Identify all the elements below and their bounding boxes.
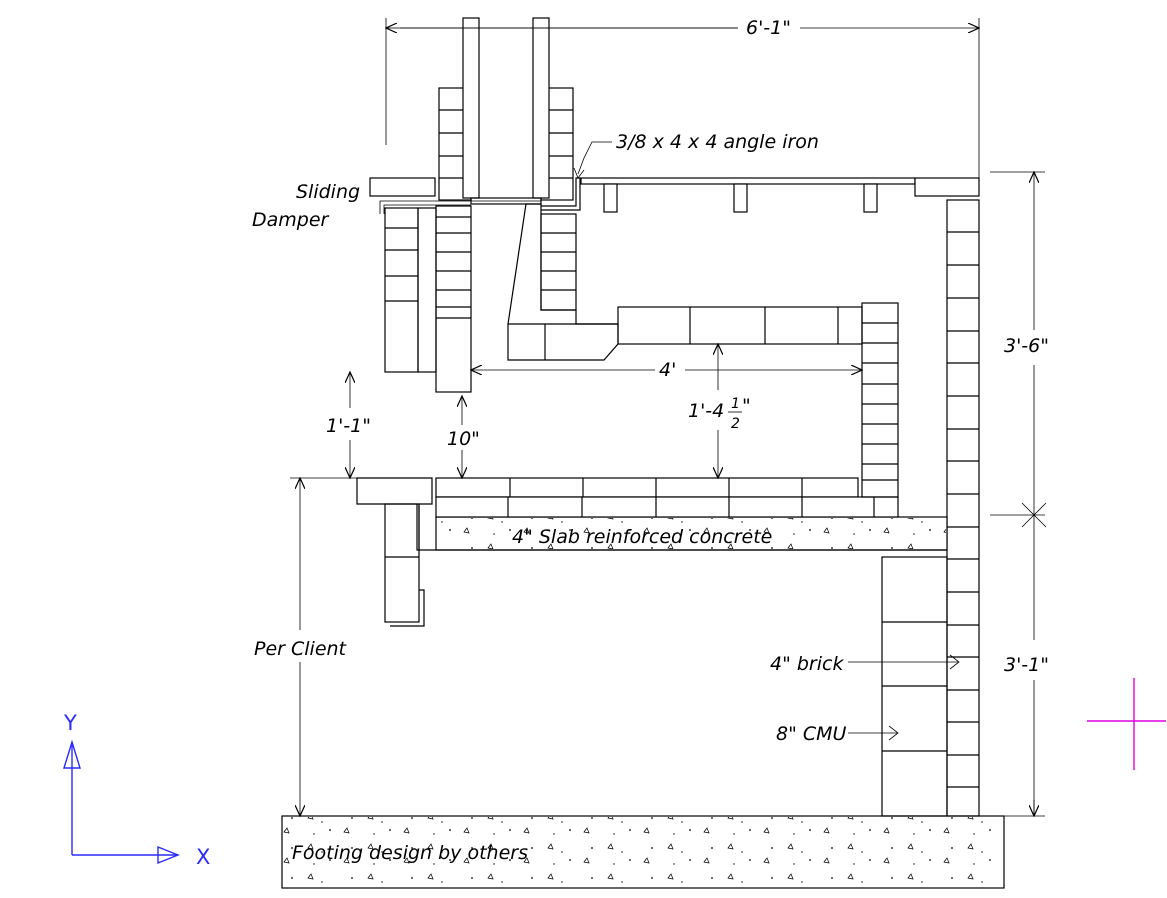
firebox-front-wall [435, 205, 472, 393]
hearth-height-label: 1'-1" [326, 415, 371, 437]
crosshair-cursor [1087, 678, 1166, 770]
upper-height-label: 3'-6" [1004, 335, 1049, 357]
cmu-label: 8" CMU [776, 723, 847, 745]
opening-height-label: 1'-4 [688, 400, 724, 422]
angle-iron-leader [573, 141, 612, 179]
overall-width-label: 6'-1" [746, 17, 791, 39]
dim-overall-width [386, 18, 979, 178]
mantel-shelf [580, 177, 980, 213]
ucs-y-label: Y [63, 711, 77, 735]
concrete-slab [419, 516, 948, 551]
slab-label: 4" Slab reinforced concrete [512, 526, 772, 548]
lintel-gap-label: 10" [447, 428, 480, 450]
damper-label: Damper [252, 209, 330, 231]
per-client-label: Per Client [254, 638, 348, 660]
opening-height-frac-den: 2 [731, 416, 740, 432]
brick-leader [848, 654, 960, 670]
opening-width-label: 4' [659, 359, 676, 381]
lower-height-label: 3'-1" [1004, 654, 1049, 676]
flue-liner [462, 17, 550, 199]
smoke-shelf [617, 306, 863, 345]
footing [281, 815, 1005, 889]
left-face-veneer [384, 207, 437, 373]
dim-lower-height [1004, 515, 1045, 816]
brick-veneer [946, 199, 980, 817]
cmu-leader [848, 725, 899, 741]
ucs-x-label: X [196, 845, 210, 869]
opening-height-frac-num: 1 [731, 396, 740, 412]
sliding-label: Sliding [296, 181, 360, 203]
footing-label: Footing design by others [292, 842, 528, 864]
angle-iron-label: 3/8 x 4 x 4 angle iron [616, 131, 819, 153]
throat [507, 203, 619, 361]
brick-label: 4" brick [770, 653, 844, 675]
dim-upper-height [990, 172, 1047, 528]
sliding-damper-plate [379, 197, 542, 214]
firebox-back-wall [861, 302, 899, 498]
left-cap [369, 177, 436, 197]
hearth-extension [356, 477, 433, 627]
opening-height-inch: " [742, 395, 751, 417]
cmu-wall [881, 556, 948, 817]
ucs-icon [63, 739, 180, 865]
firebox-floor [435, 477, 899, 518]
